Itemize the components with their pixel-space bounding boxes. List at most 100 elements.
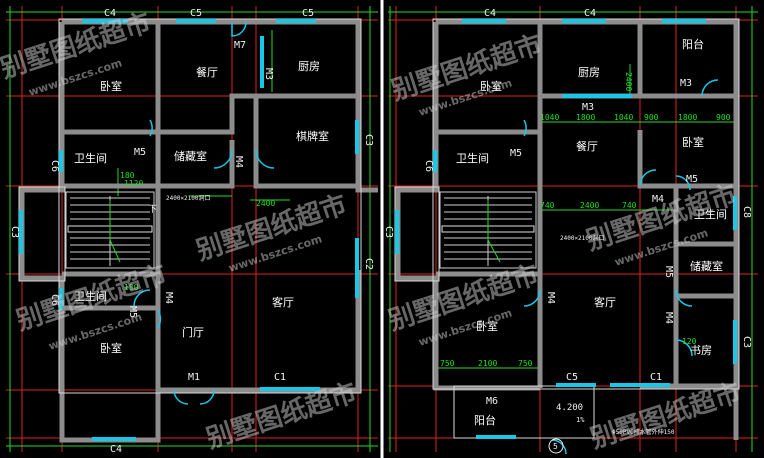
code-m3: M3 <box>263 68 274 80</box>
dim-2400: 2400 <box>256 199 275 208</box>
room-dining: 餐厅 <box>196 65 218 79</box>
left-floor-plan: 下 卧室 餐厅 厨房 <box>6 6 378 455</box>
opening-note-left: 2400×2100洞口 <box>166 194 211 202</box>
dim-2400-mid: 2400 <box>580 201 599 210</box>
drain-note: Φ50PVC排水管外伸150 <box>612 428 675 436</box>
code-c4-top: C4 <box>104 8 116 19</box>
code-m4-study: M4 <box>663 312 674 324</box>
detail-circle-number: 5 <box>553 442 558 451</box>
code-c2-right: C2 <box>363 258 374 270</box>
code-c5: C5 <box>566 372 578 383</box>
code-c6-upper: C6 <box>49 160 60 172</box>
room-bathroom-left: 卫生间 <box>456 151 489 165</box>
code-c4-right: C4 <box>584 8 596 19</box>
code-m3-upper: M3 <box>582 102 594 113</box>
code-labels-right: C4 C4 M3 M3 C6 M5 M5 M4 C3 C8 M4 M5 M4 C… <box>383 8 752 407</box>
dim-1800-b: 1800 <box>678 113 697 122</box>
room-labels-right: 卧室 厨房 阳台 卧室 餐厅 卫生间 卫生间 储藏室 客厅 卧室 书房 阳台 <box>456 37 727 427</box>
room-study: 书房 <box>690 344 712 357</box>
room-balcony-bottom: 阳台 <box>474 413 496 427</box>
room-labels-left: 卧室 餐厅 厨房 棋牌室 卫生间 储藏室 客厅 卫生间 卧室 门厅 <box>74 60 329 355</box>
dim-1800-a: 1800 <box>576 113 595 122</box>
room-kitchen: 厨房 <box>578 66 600 79</box>
dim-180: 180 <box>120 171 135 180</box>
room-dining: 餐厅 <box>576 139 598 153</box>
dim-1040-b: 1040 <box>614 113 633 122</box>
opening-note-right: 2400×2100洞口 <box>560 234 605 242</box>
dim-2100: 2100 <box>478 359 497 368</box>
dim-750-b: 750 <box>518 359 533 368</box>
dim-900-a: 900 <box>644 113 659 122</box>
code-m4-upper: M4 <box>652 194 664 205</box>
dim-numbers-right: 2400 1040 1800 1040 900 1800 900 740 240… <box>440 72 731 368</box>
code-c4-bottom: C4 <box>110 444 122 455</box>
code-m4-lower: M4 <box>545 292 556 304</box>
room-bathroom-right: 卫生间 <box>694 207 727 221</box>
room-chess: 棋牌室 <box>296 129 329 143</box>
walls-right <box>395 19 739 440</box>
dim-750-a: 750 <box>440 359 455 368</box>
code-m4-lower: M4 <box>163 292 174 304</box>
code-c5-right: C5 <box>302 8 314 19</box>
stair-down-label: 下 <box>148 205 157 215</box>
code-m5-lower: M5 <box>663 266 674 278</box>
dim-1040: 1040 <box>540 113 559 122</box>
dim-180-lower: 180 <box>124 283 139 292</box>
dim-900-b: 900 <box>716 113 731 122</box>
stair-left: 下 <box>65 191 157 269</box>
code-c3-left: C3 <box>383 226 394 238</box>
code-c3-right: C3 <box>741 336 752 348</box>
room-bedroom-top: 卧室 <box>100 79 122 93</box>
windows-right <box>395 19 737 439</box>
room-bathroom-lower: 卫生间 <box>74 289 107 303</box>
dimension-lines-right <box>388 6 758 452</box>
room-living: 客厅 <box>272 295 294 309</box>
code-c5-mid: C5 <box>190 8 202 19</box>
code-m5-upper: M5 <box>134 147 146 158</box>
code-labels-left: C4 C5 C5 M7 M3 C3 C6 M5 M4 C3 C2 C6 M5 M… <box>9 8 374 455</box>
elevation-value: 4.200 <box>556 403 583 413</box>
dim-120: 120 <box>682 337 697 346</box>
room-living: 客厅 <box>594 295 616 309</box>
room-balcony-top: 阳台 <box>682 37 704 51</box>
windows-left <box>19 19 359 441</box>
dim-740-b: 740 <box>622 201 637 210</box>
right-floor-plan: 卧室 厨房 阳台 卧室 餐厅 卫生间 卫生间 储藏室 客厅 卧室 书房 阳台 C… <box>383 6 758 455</box>
room-storage: 储藏室 <box>690 259 723 273</box>
room-bedroom-bottom: 卧室 <box>476 319 498 333</box>
code-c8: C8 <box>741 206 752 218</box>
code-c3-left: C3 <box>9 226 20 238</box>
code-m7: M7 <box>234 40 246 51</box>
room-bedroom-bottom: 卧室 <box>100 341 122 355</box>
code-c3-right: C3 <box>363 134 374 146</box>
slope-value: 1% <box>576 416 585 424</box>
dim-2400-vert: 2400 <box>624 72 633 91</box>
code-c6-lower: C6 <box>49 294 60 306</box>
dim-numbers-left: 180 1120 180 2400 <box>120 171 275 292</box>
code-m5-right: M5 <box>686 174 698 185</box>
dimension-lines-left <box>6 6 378 452</box>
code-c6: C6 <box>423 160 434 172</box>
code-m5-lower: M5 <box>127 306 138 318</box>
code-c1: C1 <box>650 372 662 383</box>
room-foyer: 门厅 <box>182 325 204 339</box>
code-m5-upper: M5 <box>510 148 522 159</box>
room-bathroom-upper: 卫生间 <box>74 151 107 165</box>
code-m1: M1 <box>188 372 200 383</box>
code-c4-left: C4 <box>484 8 496 19</box>
stair-right <box>439 191 537 269</box>
dim-740-a: 740 <box>540 201 555 210</box>
code-c1: C1 <box>274 372 286 383</box>
code-m4-upper: M4 <box>233 156 244 168</box>
room-kitchen: 厨房 <box>298 60 320 73</box>
doors-right <box>523 79 719 455</box>
doors-left <box>133 21 275 405</box>
room-storage: 储藏室 <box>174 149 207 163</box>
room-bedroom-right: 卧室 <box>682 135 704 149</box>
detail-circle <box>548 438 564 454</box>
dim-1120: 1120 <box>124 179 143 188</box>
code-m3-lower: M3 <box>680 78 692 89</box>
room-bedroom-top: 卧室 <box>480 79 502 93</box>
